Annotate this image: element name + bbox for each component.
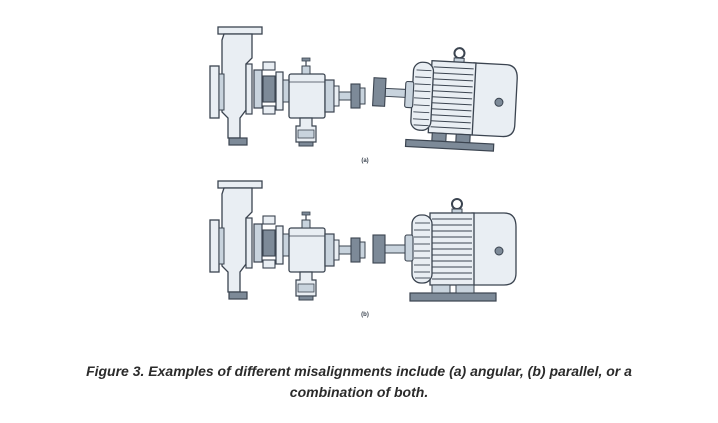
motor-a — [372, 44, 520, 152]
panel-a-diagram: (a) — [209, 26, 520, 164]
panel-a-label: (a) — [361, 158, 368, 164]
motor-b — [372, 198, 517, 302]
panel-b-label: (b) — [361, 312, 369, 318]
figure-caption-line-2: combination of both. — [289, 384, 429, 400]
figure-caption-line-1: Figure 3. Examples of different misalign… — [86, 363, 632, 379]
figure-caption: Figure 3. Examples of different misalign… — [40, 361, 678, 403]
pump-b — [209, 180, 366, 301]
pump-a — [209, 26, 366, 147]
panel-b-diagram: (b) — [209, 180, 517, 318]
